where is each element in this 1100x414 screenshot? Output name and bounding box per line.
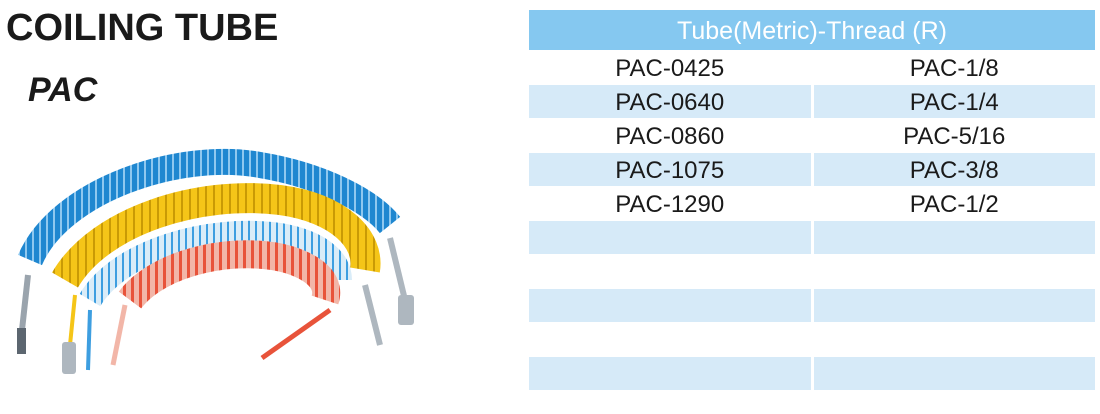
thread-cell: PAC-3/8: [813, 153, 1095, 186]
table-header: Tube(Metric)-Thread (R): [529, 10, 1095, 50]
metric-cell: PAC-1290: [615, 191, 725, 218]
table-row: [529, 323, 1095, 356]
thread-cell: [813, 221, 1095, 254]
table-row: PAC-0640 PAC-1/4: [529, 85, 1095, 118]
thread-cell: PAC-5/16: [903, 123, 1006, 150]
table-row: [529, 255, 1095, 288]
table-row: PAC-0860 PAC-5/16: [529, 119, 1095, 152]
thread-cell: [813, 289, 1095, 322]
metric-cell: [529, 357, 811, 390]
table-row: [529, 357, 1095, 390]
thread-cell: [814, 323, 1096, 356]
metric-cell: PAC-0640: [529, 85, 811, 118]
table-row: PAC-1075 PAC-3/8: [529, 153, 1095, 186]
metric-cell: PAC-1075: [529, 153, 811, 186]
thread-cell: [814, 255, 1096, 288]
metric-cell: [529, 323, 811, 356]
thread-cell: PAC-1/8: [909, 55, 999, 82]
page-title: COILING TUBE: [6, 7, 279, 49]
thread-cell: PAC-1/4: [813, 85, 1095, 118]
coiling-tube-product-image: [17, 148, 414, 374]
metric-cell: [529, 289, 811, 322]
table-row: PAC-1290 PAC-1/2: [529, 187, 1095, 220]
metric-cell: PAC-0860: [615, 123, 725, 150]
thread-cell: PAC-1/2: [909, 191, 999, 218]
table-row: [529, 221, 1095, 254]
metric-cell: PAC-0425: [615, 55, 725, 82]
table-row: [529, 289, 1095, 322]
table-row: PAC-0425 PAC-1/8: [529, 51, 1095, 84]
model-label: PAC: [28, 71, 98, 109]
model-table: Tube(Metric)-Thread (R) PAC-0425 PAC-1/8…: [529, 10, 1095, 390]
metric-cell: [529, 255, 811, 288]
metric-cell: [529, 221, 811, 254]
thread-cell: [813, 357, 1095, 390]
